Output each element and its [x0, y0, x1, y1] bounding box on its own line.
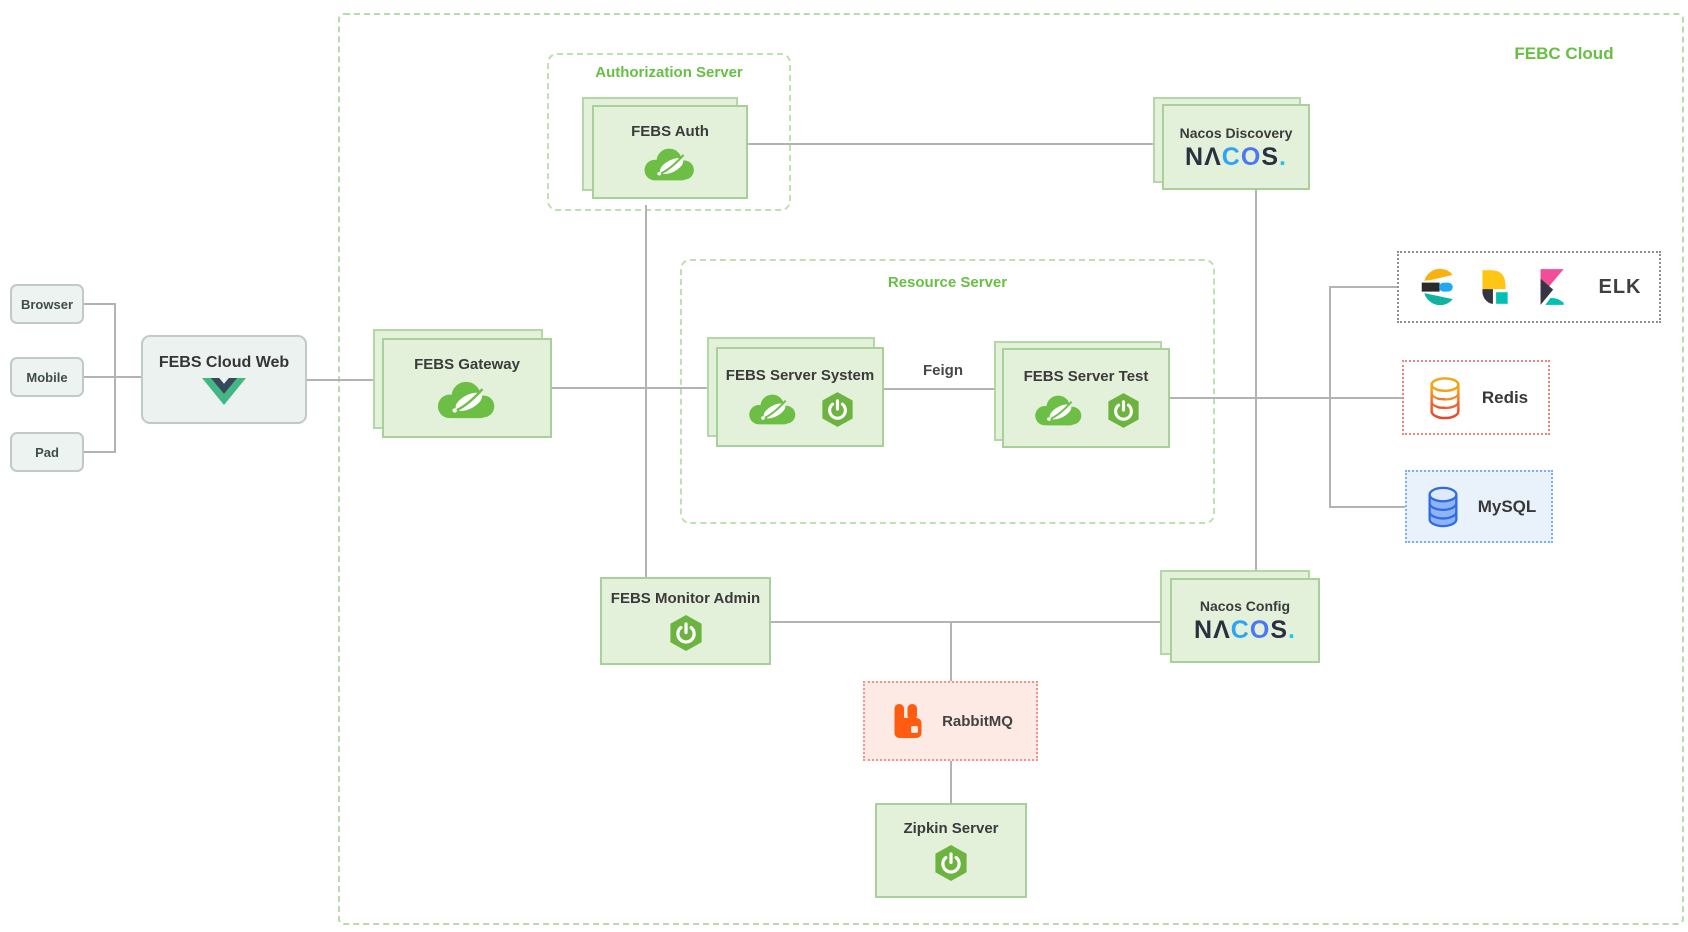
client-browser: Browser: [10, 284, 84, 324]
redis-label: Redis: [1481, 387, 1529, 407]
connector-mobile: [84, 376, 115, 378]
node-zipkin-server: Zipkin Server: [875, 803, 1027, 898]
febs-auth-label: FEBS Auth: [631, 122, 709, 140]
febc-cloud-label: FEBC Cloud: [1514, 44, 1614, 63]
nacos-discovery-label: Nacos Discovery: [1179, 124, 1293, 141]
rabbitmq-label: RabbitMQ: [942, 712, 1013, 730]
connector-gateway-to-system: [552, 387, 717, 389]
connector-auth-to-monitor: [645, 205, 647, 579]
connector-client-bus: [114, 303, 116, 453]
authorization-server-container: Authorization Server: [547, 53, 791, 211]
zipkin-server-label: Zipkin Server: [903, 819, 999, 837]
connector-system-to-test-feign: [884, 388, 1002, 390]
febs-server-test-label: FEBS Server Test: [1023, 367, 1149, 385]
connector-discovery-to-config: [1255, 190, 1257, 571]
node-febs-gateway: FEBS Gateway: [382, 338, 552, 438]
spring-boot-icon: [935, 844, 967, 881]
spring-boot-icon: [821, 391, 853, 427]
febs-cloud-web-label: FEBS Cloud Web: [158, 354, 290, 371]
connector-auth-to-discovery: [748, 143, 1162, 145]
febs-monitor-admin-label: FEBS Monitor Admin: [610, 590, 761, 607]
client-pad-label: Pad: [35, 444, 59, 460]
node-febs-server-system: FEBS Server System: [716, 347, 884, 447]
spring-boot-icon: [1107, 392, 1139, 428]
spring-cloud-icon: [644, 148, 694, 180]
feign-edge-label: Feign: [923, 362, 963, 379]
node-nacos-discovery: Nacos Discovery NΛCOS.: [1162, 104, 1310, 190]
elasticsearch-icon: [1421, 268, 1453, 306]
mysql-label: MySQL: [1477, 496, 1537, 516]
node-febs-server-test: FEBS Server Test: [1002, 348, 1170, 448]
nacos-wordmark: NΛCOS.: [1194, 616, 1296, 644]
resource-server-label: Resource Server: [887, 274, 1008, 291]
nacos-wordmark: NΛCOS.: [1185, 142, 1287, 171]
node-rabbitmq: RabbitMQ: [863, 681, 1038, 761]
connector-monitor-to-config: [771, 621, 1170, 623]
connector-right-trunk: [1329, 286, 1331, 508]
connector-rabbitmq-to-zipkin: [950, 761, 952, 803]
client-pad: Pad: [10, 432, 84, 472]
authorization-server-label: Authorization Server: [595, 64, 743, 81]
kibana-icon: [1540, 269, 1564, 305]
node-elk: ELK: [1397, 251, 1661, 323]
node-febs-cloud-web: FEBS Cloud Web: [141, 335, 307, 424]
node-nacos-config: Nacos Config NΛCOS.: [1170, 578, 1320, 663]
febc-cloud-boundary: [338, 13, 1684, 925]
vue-icon: [202, 378, 246, 405]
client-mobile-label: Mobile: [26, 369, 68, 385]
febs-server-system-label: FEBS Server System: [725, 366, 875, 384]
spring-cloud-icon: [748, 394, 795, 424]
logstash-icon: [1481, 270, 1508, 304]
connector-to-rabbitmq: [950, 621, 952, 681]
node-febs-monitor-admin: FEBS Monitor Admin: [600, 577, 771, 665]
connector-bus-to-web: [114, 376, 142, 378]
node-redis: Redis: [1402, 360, 1550, 435]
connector-pad: [84, 451, 115, 453]
elk-label: ELK: [1598, 275, 1642, 298]
resource-server-container: Resource Server: [680, 259, 1215, 524]
spring-cloud-icon: [437, 381, 495, 419]
node-febs-auth: FEBS Auth: [592, 105, 748, 199]
mysql-icon: [1428, 486, 1458, 527]
node-mysql: MySQL: [1405, 470, 1553, 543]
connector-trunk-to-mysql: [1329, 506, 1406, 508]
redis-icon: [1430, 376, 1460, 419]
connector-browser: [84, 303, 115, 305]
nacos-config-label: Nacos Config: [1199, 598, 1291, 614]
rabbitmq-icon: [894, 704, 922, 738]
spring-cloud-icon: [1034, 395, 1081, 425]
client-mobile: Mobile: [10, 357, 84, 397]
client-browser-label: Browser: [20, 296, 74, 312]
connector-web-to-gateway: [307, 379, 383, 381]
connector-test-to-redis: [1170, 397, 1403, 399]
spring-boot-icon: [669, 615, 702, 651]
febs-gateway-label: FEBS Gateway: [414, 356, 520, 373]
connector-trunk-to-elk: [1329, 286, 1397, 288]
